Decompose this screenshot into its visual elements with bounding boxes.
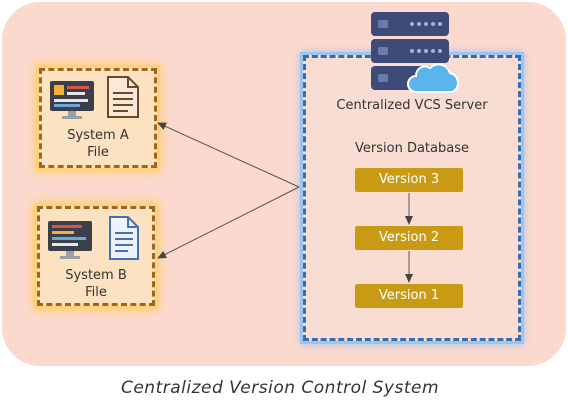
system-b-box: System B File [37,206,155,306]
server-title: Centralized VCS Server [336,98,488,113]
arrow-to-system-b [157,186,300,259]
version-1-box: Version 1 [355,284,463,308]
system-a-file: File [87,145,109,160]
database-title: Version Database [355,141,469,156]
monitor-icon [48,221,92,259]
version-3-box: Version 3 [355,168,463,192]
system-b-label: System B File [40,267,152,301]
system-b-file: File [85,285,107,300]
arrow-to-system-a [157,122,300,188]
document-icon [107,76,139,118]
version-2-box: Version 2 [355,226,463,250]
diagram-caption: Centralized Version Control System [120,378,440,398]
system-a-name: System A [67,128,129,143]
monitor-icon [50,81,94,119]
document-icon [109,216,139,260]
system-a-box: System A File [39,68,157,168]
system-a-label: System A File [42,127,154,161]
system-b-name: System B [65,268,127,283]
